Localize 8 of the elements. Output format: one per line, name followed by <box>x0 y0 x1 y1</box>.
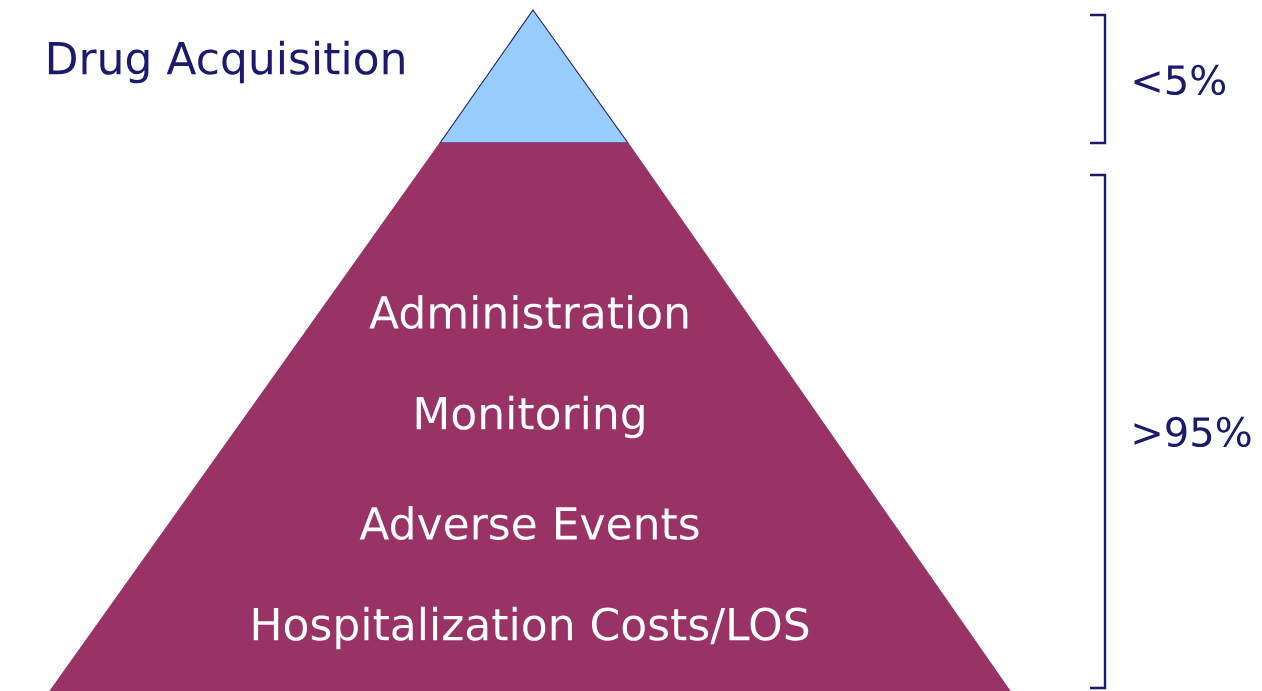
percent-label: >95% <box>1134 416 1251 448</box>
node-label: Monitoring <box>416 395 644 439</box>
triangle-shape <box>439 9 630 144</box>
node-label: Hospitalization Costs/LOS <box>253 606 809 650</box>
node-label: Adverse Events <box>359 505 699 540</box>
percent-label: <5% <box>1134 64 1226 96</box>
node-label: Administration <box>369 294 688 329</box>
heading-label: Drug Acquisition <box>48 40 404 84</box>
